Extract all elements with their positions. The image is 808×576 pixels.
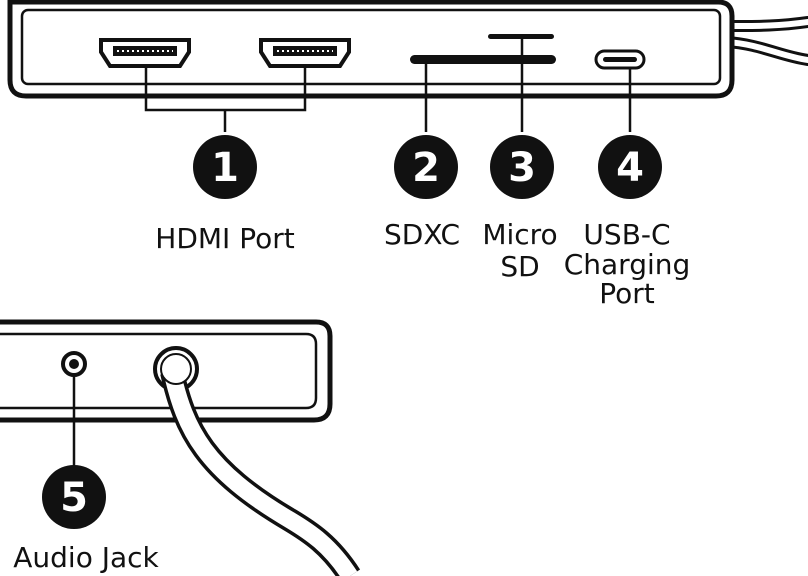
label-hdmi-port: HDMI Port — [155, 222, 294, 255]
audio-jack-port — [61, 351, 87, 377]
label-sdxc: SDXC — [384, 218, 460, 251]
label-usb-c-line-1: USB-C — [583, 218, 670, 251]
label-micro-sd-line-1: Micro — [482, 218, 557, 251]
hub-side-view — [0, 319, 361, 576]
callout-badge-1: 1 — [193, 135, 257, 199]
side-cable — [153, 346, 361, 576]
label-micro-sd-line-2: SD — [500, 250, 539, 283]
callout-badge-3: 3 — [490, 135, 554, 199]
svg-text:4: 4 — [616, 145, 644, 191]
label-audio-jack: Audio Jack — [13, 541, 159, 574]
hub-shell — [7, 0, 735, 99]
usb-c-port — [594, 49, 646, 70]
leader-lines — [144, 39, 632, 132]
hub-cable — [720, 16, 808, 66]
hdmi-port-1 — [99, 38, 191, 68]
callout-badge-5: 5 — [42, 465, 106, 529]
sdxc-slot — [410, 55, 556, 64]
callout-badge-4: 4 — [598, 135, 662, 199]
label-usb-c-line-3: Port — [599, 277, 655, 310]
hdmi-port-2 — [259, 38, 351, 68]
svg-text:5: 5 — [60, 475, 88, 521]
side-bezel — [0, 332, 318, 410]
hub-top-view — [7, 0, 808, 99]
svg-text:1: 1 — [211, 145, 239, 191]
label-usb-c-line-2: Charging — [564, 248, 691, 281]
hub-bezel — [20, 8, 722, 86]
micro-sd-slot — [488, 34, 554, 39]
callout-badge-2: 2 — [394, 135, 458, 199]
svg-text:2: 2 — [412, 145, 440, 191]
svg-text:3: 3 — [508, 145, 536, 191]
